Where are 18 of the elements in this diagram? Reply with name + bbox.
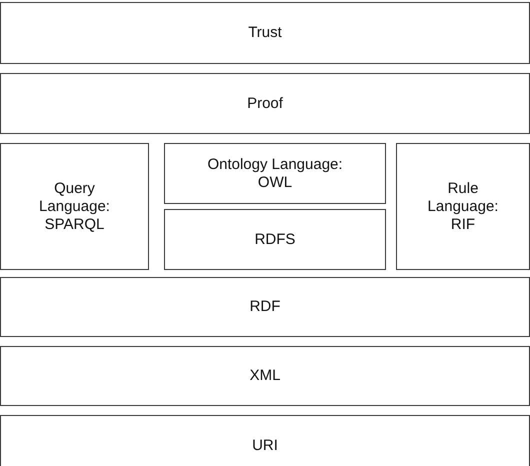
layer-box: [0, 277, 530, 337]
layer-box: [396, 143, 530, 270]
layer-label: Proof: [247, 94, 283, 112]
layer-label: URI: [252, 437, 278, 455]
layer-box: [164, 209, 386, 270]
layer-box: [0, 143, 149, 270]
layer-box: [0, 415, 530, 466]
layer-label: RDF: [250, 298, 280, 316]
layer-label: XML: [250, 367, 280, 385]
layer-box: [0, 73, 530, 134]
layer-box: [0, 346, 530, 406]
layer-label: Trust: [248, 24, 282, 42]
layer-box: [164, 143, 386, 204]
layer-label: RDFS: [254, 230, 296, 248]
layer-label: Rule Language: RIF: [426, 180, 500, 234]
layer-label: Query Language: SPARQL: [38, 180, 111, 234]
layer-box: [0, 2, 530, 64]
layer-label: Ontology Language: OWL: [206, 156, 344, 192]
